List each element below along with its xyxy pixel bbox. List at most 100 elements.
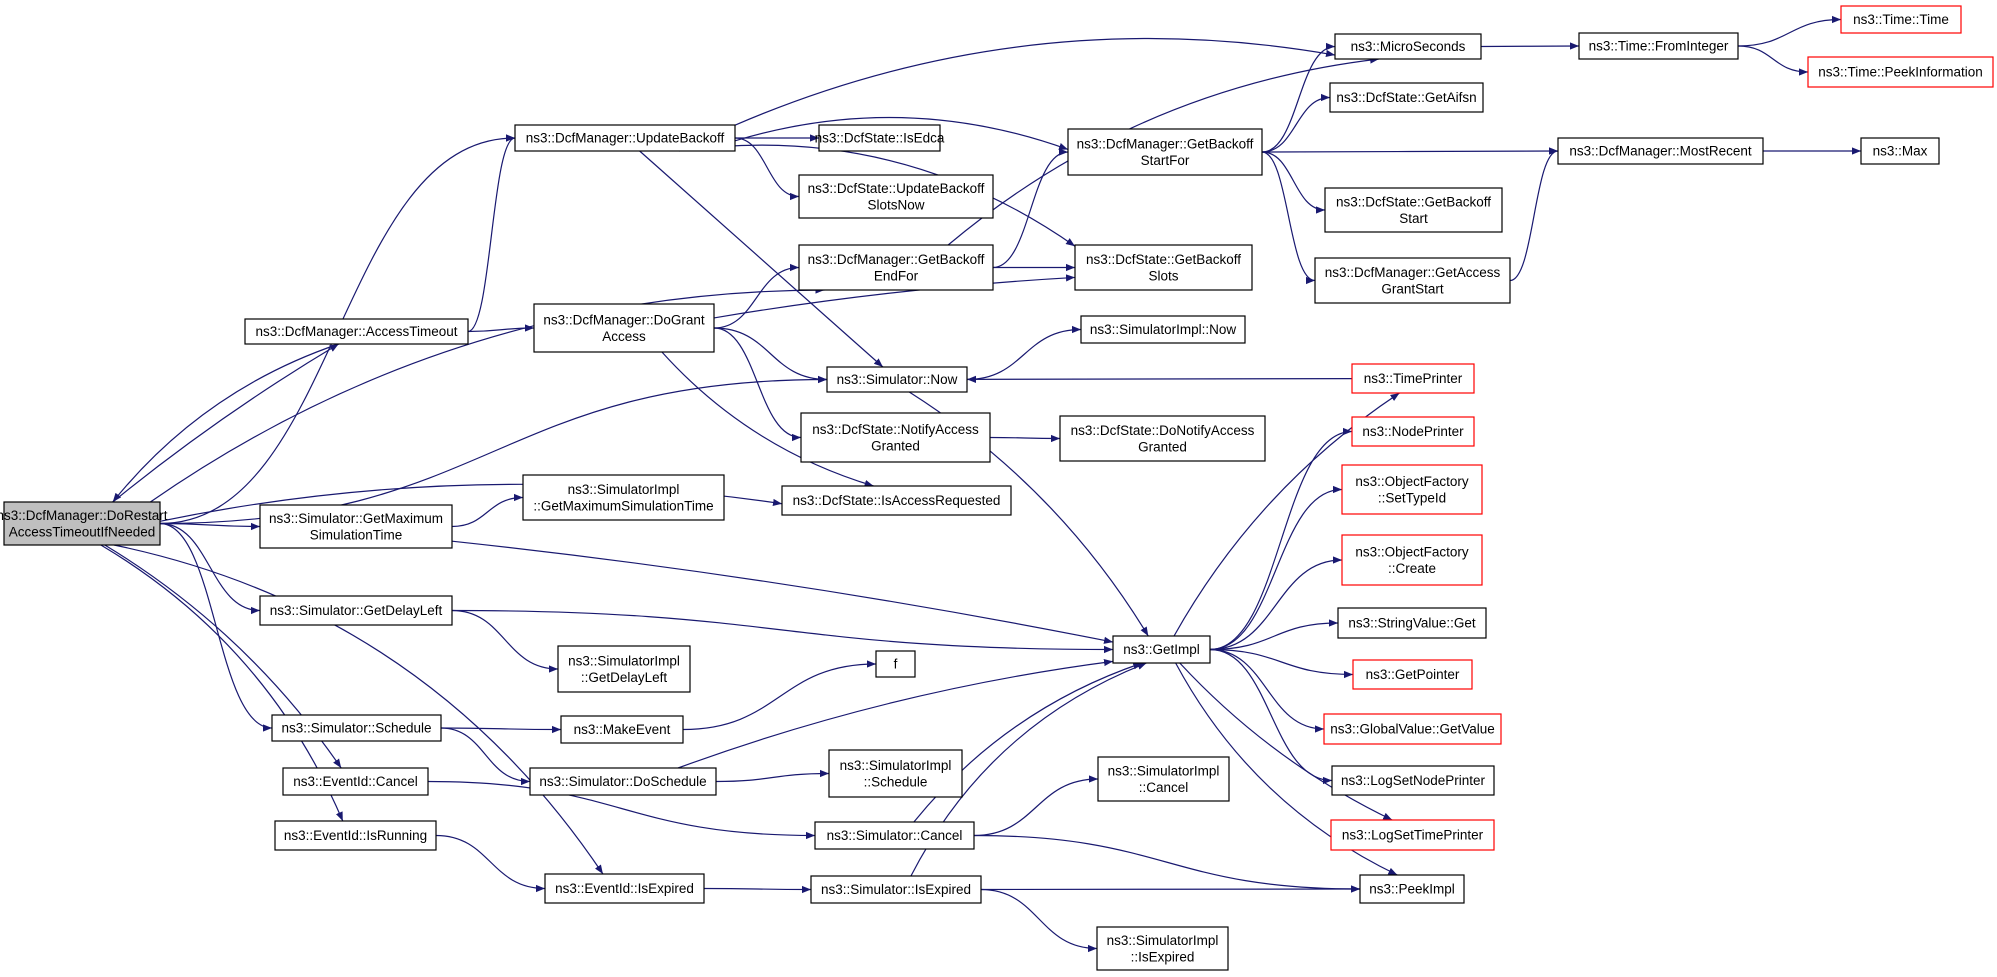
node-getMaxSimTime[interactable]: ns3::Simulator::GetMaximumSimulationTime bbox=[259, 504, 453, 549]
node-label: ::IsExpired bbox=[1131, 949, 1195, 964]
node-getDelayLeft[interactable]: ns3::Simulator::GetDelayLeft bbox=[259, 595, 453, 626]
node-label: ns3::DcfState::IsAccessRequested bbox=[793, 493, 1001, 508]
node-label: ::Schedule bbox=[864, 774, 928, 789]
node-simImplGetMax[interactable]: ns3::SimulatorImpl::GetMaximumSimulation… bbox=[522, 474, 725, 521]
node-box bbox=[1067, 128, 1263, 176]
node-getAifsn[interactable]: ns3::DcfState::GetAifsn bbox=[1329, 82, 1484, 113]
node-getImpl[interactable]: ns3::GetImpl bbox=[1112, 635, 1211, 664]
node-simIsExpired[interactable]: ns3::Simulator::IsExpired bbox=[810, 875, 982, 904]
edge-timeFromInteger-to-timePeekInformation bbox=[1737, 45, 1809, 76]
node-label: ns3::ObjectFactory bbox=[1355, 544, 1469, 559]
edge-microSeconds-to-timeFromInteger bbox=[1480, 42, 1580, 50]
node-getPointer[interactable]: ns3::GetPointer bbox=[1352, 659, 1473, 690]
node-label: ns3::LogSetNodePrinter bbox=[1341, 773, 1486, 788]
edge-simIsExpired-to-peekImpl bbox=[980, 885, 1361, 893]
node-label: ns3::DcfManager::UpdateBackoff bbox=[526, 131, 725, 146]
node-label: ns3::Simulator::IsExpired bbox=[821, 882, 971, 897]
node-box bbox=[1323, 713, 1502, 745]
node-label: ns3::PeekImpl bbox=[1369, 882, 1455, 897]
edge-getImpl-to-nodePrinter bbox=[1209, 427, 1353, 651]
node-box bbox=[1329, 82, 1484, 113]
edge-timeFromInteger-to-timeTime bbox=[1737, 15, 1842, 47]
node-eventIsRunning[interactable]: ns3::EventId::IsRunning bbox=[274, 820, 437, 851]
node-label: ns3::Time::Time bbox=[1853, 12, 1949, 27]
node-box bbox=[259, 595, 453, 626]
edge-updateBackoff-to-getBackoffStartFor bbox=[734, 116, 1069, 151]
node-box bbox=[560, 715, 684, 744]
node-microSeconds[interactable]: ns3::MicroSeconds bbox=[1334, 33, 1482, 60]
edge-eventIsRunning-to-eventIsExpired bbox=[435, 834, 546, 893]
node-root[interactable]: ns3::DcfManager::DoRestartAccessTimeoutI… bbox=[0, 501, 168, 546]
node-ofSetTypeId[interactable]: ns3::ObjectFactory::SetTypeId bbox=[1341, 464, 1483, 515]
node-doSchedule[interactable]: ns3::Simulator::DoSchedule bbox=[529, 767, 717, 796]
node-box bbox=[1080, 315, 1246, 344]
node-schedule[interactable]: ns3::Simulator::Schedule bbox=[271, 714, 442, 742]
node-isAccessRequested[interactable]: ns3::DcfState::IsAccessRequested bbox=[781, 485, 1012, 516]
edge-root-to-accessTimeout bbox=[112, 343, 339, 503]
nodes-layer: ns3::DcfManager::DoRestartAccessTimeoutI… bbox=[0, 5, 1994, 971]
node-label: ns3::LogSetTimePrinter bbox=[1342, 828, 1484, 843]
node-box bbox=[781, 485, 1012, 516]
node-box bbox=[814, 821, 975, 850]
node-max[interactable]: ns3::Max bbox=[1860, 137, 1940, 165]
node-timePeekInformation[interactable]: ns3::Time::PeekInformation bbox=[1807, 56, 1994, 88]
node-nodePrinter[interactable]: ns3::NodePrinter bbox=[1351, 416, 1475, 447]
node-simImplNow[interactable]: ns3::SimulatorImpl::Now bbox=[1080, 315, 1246, 344]
node-isEdca[interactable]: ns3::DcfState::IsEdca bbox=[815, 124, 945, 152]
edge-getBackoffStartFor-to-mostRecent bbox=[1261, 147, 1559, 155]
edge-doGrantAccess-to-getBackoffSlots bbox=[713, 274, 1076, 319]
edge-updateBackoff-to-updateBackoffSlotsNow bbox=[734, 137, 800, 201]
node-label: ns3::DcfState::GetBackoff bbox=[1336, 194, 1491, 209]
node-label: ns3::DcfState::UpdateBackoff bbox=[808, 181, 985, 196]
node-simCancel[interactable]: ns3::Simulator::Cancel bbox=[814, 821, 975, 850]
node-label: ns3::NodePrinter bbox=[1362, 424, 1464, 439]
node-simImplGetDelayLeft[interactable]: ns3::SimulatorImpl::GetDelayLeft bbox=[557, 645, 691, 693]
node-timeTime[interactable]: ns3::Time::Time bbox=[1840, 5, 1962, 34]
node-label: ns3::DcfState::GetBackoff bbox=[1086, 252, 1241, 267]
node-label: ns3::Simulator::Now bbox=[837, 372, 958, 387]
edge-getBackoffStartFor-to-getBackoffStart bbox=[1261, 151, 1326, 214]
node-simImplSchedule[interactable]: ns3::SimulatorImpl::Schedule bbox=[828, 749, 963, 798]
node-simNow[interactable]: ns3::Simulator::Now bbox=[826, 366, 968, 393]
node-logSetNodePrinter[interactable]: ns3::LogSetNodePrinter bbox=[1331, 765, 1495, 796]
node-makeEvent[interactable]: ns3::MakeEvent bbox=[560, 715, 684, 744]
node-box bbox=[875, 650, 916, 678]
node-updateBackoff[interactable]: ns3::DcfManager::UpdateBackoff bbox=[514, 124, 736, 152]
node-eventCancel[interactable]: ns3::EventId::Cancel bbox=[282, 767, 429, 796]
node-logSetTimePrinter[interactable]: ns3::LogSetTimePrinter bbox=[1330, 819, 1495, 851]
node-simImplCancel[interactable]: ns3::SimulatorImpl::Cancel bbox=[1097, 756, 1230, 802]
node-box bbox=[1840, 5, 1962, 34]
edge-updateBackoff-to-getBackoffSlots bbox=[678, 144, 1076, 247]
node-f[interactable]: f bbox=[875, 650, 916, 678]
node-globalValueGetValue[interactable]: ns3::GlobalValue::GetValue bbox=[1323, 713, 1502, 745]
node-box bbox=[557, 645, 691, 693]
node-timeFromInteger[interactable]: ns3::Time::FromInteger bbox=[1578, 32, 1739, 60]
edge-simIsExpired-to-simImplIsExpired bbox=[980, 888, 1098, 953]
node-label: ns3::SimulatorImpl bbox=[568, 653, 680, 668]
edge-simNow-to-simImplNow bbox=[966, 325, 1082, 381]
edge-getImpl-to-peekImpl bbox=[1175, 662, 1398, 876]
node-box bbox=[274, 820, 437, 851]
node-mostRecent[interactable]: ns3::DcfManager::MostRecent bbox=[1557, 137, 1764, 165]
edge-doGrantAccess-to-notifyAccessGranted bbox=[713, 327, 802, 442]
node-box bbox=[1341, 534, 1483, 586]
node-box bbox=[1314, 257, 1511, 304]
node-accessTimeout[interactable]: ns3::DcfManager::AccessTimeout bbox=[244, 318, 469, 345]
node-peekImpl[interactable]: ns3::PeekImpl bbox=[1359, 874, 1465, 904]
node-ofCreate[interactable]: ns3::ObjectFactory::Create bbox=[1341, 534, 1483, 586]
node-simImplIsExpired[interactable]: ns3::SimulatorImpl::IsExpired bbox=[1096, 926, 1229, 971]
node-label: ns3::DcfState::IsEdca bbox=[815, 131, 945, 146]
node-eventIsExpired[interactable]: ns3::EventId::IsExpired bbox=[544, 873, 705, 904]
node-timePrinter[interactable]: ns3::TimePrinter bbox=[1351, 363, 1475, 394]
node-stringValueGet[interactable]: ns3::StringValue::Get bbox=[1337, 607, 1487, 639]
node-label: SimulationTime bbox=[310, 527, 403, 542]
